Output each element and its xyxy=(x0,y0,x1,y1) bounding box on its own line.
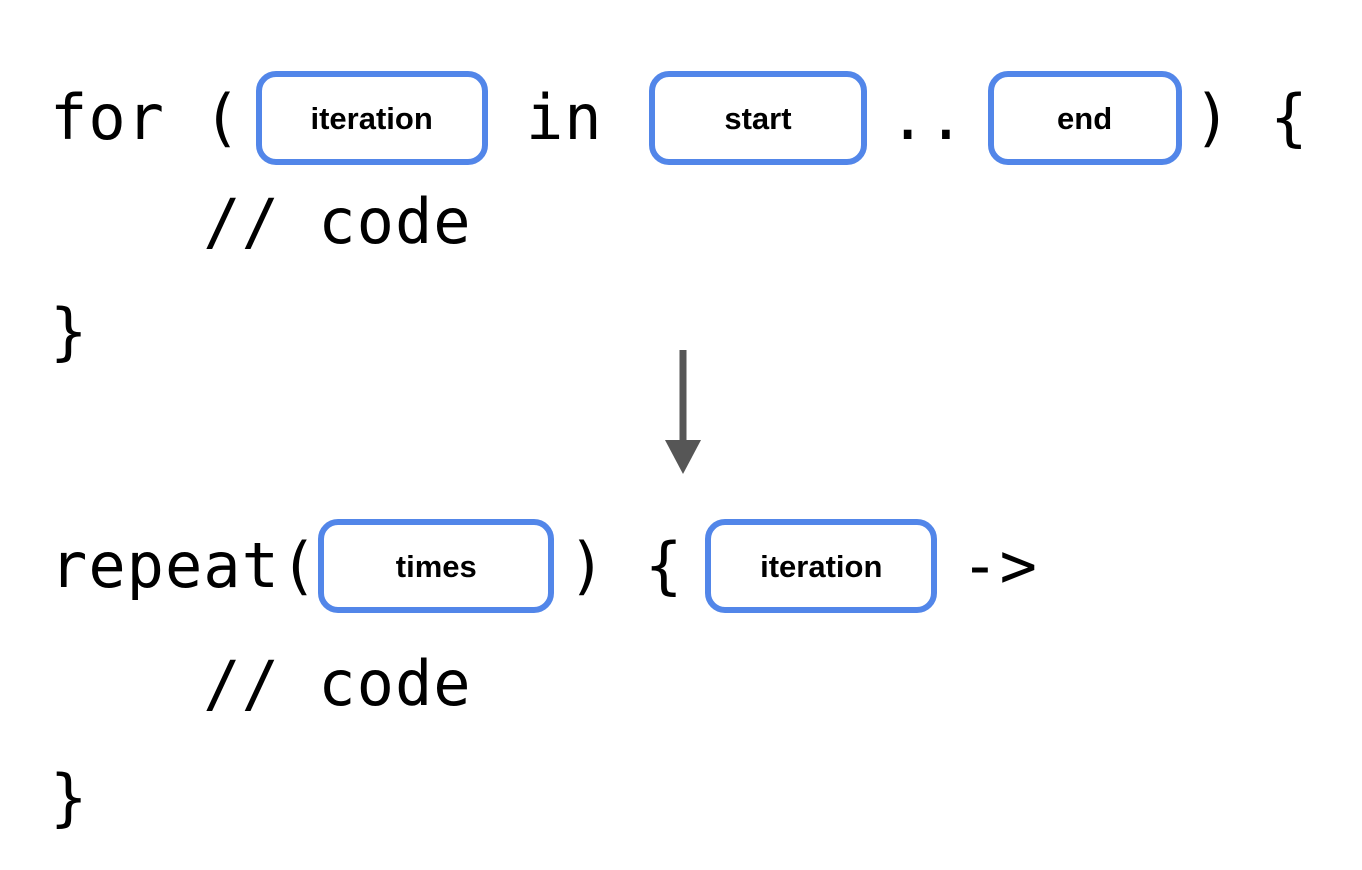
before-line-1: for ( iteration in start .. end ) { xyxy=(50,70,1309,166)
code-comment-text: // code xyxy=(50,647,472,720)
close-paren-open-brace-text: ) { xyxy=(568,529,684,602)
code-comment-text: // code xyxy=(50,185,472,258)
closing-brace-text: } xyxy=(50,761,89,834)
arrow-down-icon xyxy=(655,348,715,476)
after-line-3-closing-brace: } xyxy=(50,762,88,834)
before-line-2-comment: // code xyxy=(50,186,472,258)
close-paren-brace-text: ) { xyxy=(1193,81,1309,154)
in-keyword-text: in xyxy=(487,81,641,154)
range-operator-text: .. xyxy=(888,81,966,154)
slot-times[interactable]: times xyxy=(318,519,555,613)
after-line-1: repeat( times ) { iteration -> xyxy=(50,518,1038,614)
slot-end[interactable]: end xyxy=(987,71,1182,165)
slot-iteration-after[interactable]: iteration xyxy=(705,519,938,613)
slot-start[interactable]: start xyxy=(648,71,867,165)
repeat-keyword-text: repeat( xyxy=(50,529,319,602)
for-keyword-text: for ( xyxy=(50,81,242,154)
slot-iteration-before[interactable]: iteration xyxy=(255,71,488,165)
closing-brace-text: } xyxy=(50,295,89,368)
after-line-2-comment: // code xyxy=(50,648,472,720)
lambda-arrow-text: -> xyxy=(961,529,1038,602)
before-line-3-closing-brace: } xyxy=(50,296,88,368)
